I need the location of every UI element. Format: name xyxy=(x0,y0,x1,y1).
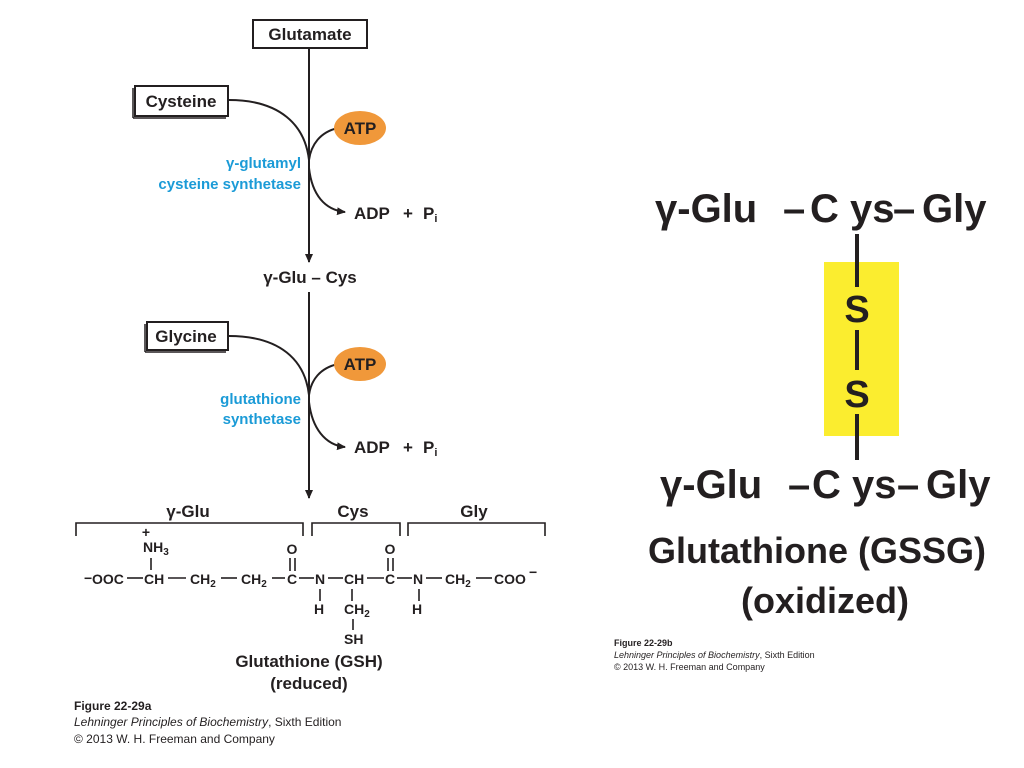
gssg-state: (oxidized) xyxy=(741,580,909,621)
segment-cys-label: Cys xyxy=(337,502,368,521)
enzyme-1-line-1: γ-glutamyl xyxy=(226,155,301,172)
pi-label-2: Pi xyxy=(423,438,437,459)
amide-h-1: H xyxy=(314,601,324,617)
cys-bracket xyxy=(311,522,401,536)
gsh-name: Glutathione (GSH) xyxy=(235,652,382,671)
gssg-top-dash-1: – xyxy=(783,187,805,231)
caption-a: Figure 22-29a Lehninger Principles of Bi… xyxy=(74,699,341,746)
caption-a-copyright: © 2013 W. H. Freeman and Company xyxy=(74,732,275,746)
enzyme-1-line-2: cysteine synthetase xyxy=(158,176,301,193)
glycine-label: Glycine xyxy=(155,327,216,346)
atp-input-curve-2 xyxy=(308,363,339,396)
glycine-input-curve xyxy=(228,335,310,396)
gssg-top-gly: Gly xyxy=(922,187,987,231)
cysteine-label: Cysteine xyxy=(146,92,217,111)
enzyme-2-line-1: glutathione xyxy=(220,391,301,408)
gly-bracket xyxy=(407,522,546,536)
gsh-state: (reduced) xyxy=(270,674,347,693)
glu-bracket xyxy=(75,522,304,536)
glycine-box xyxy=(146,321,229,351)
ch2-d: CH2 xyxy=(445,571,471,590)
sulfur-1: S xyxy=(844,289,869,331)
caption-b-book-line: Lehninger Principles of Biochemistry, Si… xyxy=(614,650,815,660)
atp-label-1: ATP xyxy=(344,119,377,138)
amide-h-2: H xyxy=(412,601,422,617)
pi-label-1: Pi xyxy=(423,204,437,225)
cysteine-box xyxy=(134,85,229,117)
ch2-b: CH2 xyxy=(241,571,267,590)
sulfur-2: S xyxy=(844,374,869,416)
gssg-panel: γ-Glu – C ys – Gly S S γ-Glu – C ys – Gl… xyxy=(648,187,991,621)
nh3-group: NH3 xyxy=(143,539,169,558)
coo-group: COO xyxy=(494,571,526,587)
atp-oval-1 xyxy=(334,111,386,145)
segment-gly-label: Gly xyxy=(460,502,488,521)
ooc-group: OOC xyxy=(92,571,124,587)
gssg-top-dash-2: – xyxy=(893,187,915,231)
glutamate-label: Glutamate xyxy=(268,25,351,44)
disulfide-highlight xyxy=(824,262,899,436)
atp-oval-2 xyxy=(334,347,386,381)
gssg-bottom-cys: C ys xyxy=(812,463,897,507)
carbon-c2: C xyxy=(385,571,395,587)
gssg-top-cys: C ys xyxy=(810,187,895,231)
enzyme-2-line-2: synthetase xyxy=(223,411,301,428)
cysteine-input-curve xyxy=(228,99,310,161)
intermediate-label: γ-Glu – Cys xyxy=(263,268,357,287)
ch2-a: CH2 xyxy=(190,571,216,590)
caption-a-figure: Figure 22-29a xyxy=(74,699,152,713)
caption-b: Figure 22-29b Lehninger Principles of Bi… xyxy=(614,638,815,672)
nitrogen-n2: N xyxy=(413,571,423,587)
alpha-ch: CH xyxy=(144,571,164,587)
carbon-c1: C xyxy=(287,571,297,587)
adp-output-curve-1 xyxy=(308,167,346,216)
plus-label-2: + xyxy=(403,438,413,457)
gssg-bottom-gly: Gly xyxy=(926,463,991,507)
nitrogen-n1: N xyxy=(315,571,325,587)
caption-a-book-line: Lehninger Principles of Biochemistry, Si… xyxy=(74,715,341,729)
atp-label-2: ATP xyxy=(344,355,377,374)
adp-label-2: ADP xyxy=(354,438,390,457)
segment-glu-label: γ-Glu xyxy=(166,502,209,521)
caption-b-figure: Figure 22-29b xyxy=(614,638,673,648)
cys-alpha-ch: CH xyxy=(344,571,364,587)
plus-label-1: + xyxy=(403,204,413,223)
gssg-bottom-dash-1: – xyxy=(788,463,810,507)
adp-label-1: ADP xyxy=(354,204,390,223)
carbonyl-o-1: O xyxy=(287,541,298,557)
gssg-name: Glutathione (GSSG) xyxy=(648,530,986,571)
minus-left: − xyxy=(84,570,92,586)
thiol-sh: SH xyxy=(344,631,363,647)
cys-side-ch2: CH2 xyxy=(344,601,370,620)
carbonyl-o-2: O xyxy=(385,541,396,557)
gssg-bottom-dash-2: – xyxy=(897,463,919,507)
gsh-structure: γ-Glu Cys Gly + NH3 O O − OOC CH CH2 CH2… xyxy=(75,502,546,693)
minus-right: − xyxy=(529,564,537,580)
gssg-top-glu: γ-Glu xyxy=(655,187,757,231)
pathway-panel: Glutamate Cysteine ATP γ-glutamyl cystei… xyxy=(132,19,437,499)
caption-b-copyright: © 2013 W. H. Freeman and Company xyxy=(614,662,765,672)
plus-charge: + xyxy=(142,524,150,540)
atp-input-curve-1 xyxy=(308,127,339,161)
gssg-bottom-glu: γ-Glu xyxy=(660,463,762,507)
adp-output-curve-2 xyxy=(308,401,346,451)
